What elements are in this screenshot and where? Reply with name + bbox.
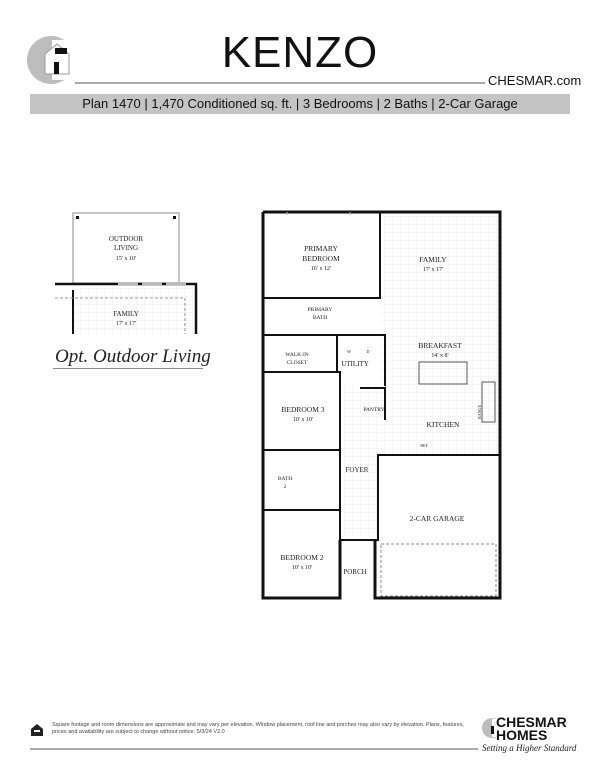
opt-family-label: FAMILY [113,310,139,318]
bath-2-label: BATH [278,476,292,482]
svg-text:17' x 17': 17' x 17' [423,267,443,273]
ref-label: REF [420,443,428,448]
chesmar-homes-logo-icon [482,718,498,738]
svg-text:D: D [367,349,370,354]
family-label: FAMILY [419,255,447,264]
plan-summary-bar: Plan 1470 | 1,470 Conditioned sq. ft. | … [30,94,570,114]
outdoor-living-label: OUTDOOR [109,235,144,243]
svg-text:2: 2 [284,484,287,490]
svg-text:CLOSET: CLOSET [287,360,308,366]
plan-title: KENZO [221,28,379,77]
walk-in-closet-label: WALK-IN [285,352,309,358]
header-divider [75,82,485,84]
foyer-label: FOYER [346,466,369,474]
svg-text:17' x 17': 17' x 17' [116,321,136,327]
footer-divider [30,748,478,750]
garage-label: 2-CAR GARAGE [410,514,465,523]
breakfast-label: BREAKFAST [418,341,462,350]
svg-text:BATH: BATH [313,315,327,321]
svg-text:10' x 10': 10' x 10' [292,565,312,571]
primary-bath-label: PRIMARY [308,307,333,313]
svg-text:15' x 10': 15' x 10' [116,256,136,262]
bedroom-2-label: BEDROOM 2 [280,553,323,562]
kitchen-label: KITCHEN [427,420,460,429]
brand-tagline: Setting a Higher Standard [482,743,577,753]
svg-text:16' x 12': 16' x 12' [311,266,331,272]
equal-housing-icon [31,724,43,736]
caption-underline [53,368,203,369]
svg-text:10' x 10': 10' x 10' [293,417,313,423]
brand-line-2: HOMES [496,727,548,743]
bedroom-3-label: BEDROOM 3 [281,405,324,414]
porch-label: PORCH [343,568,366,576]
svg-text:BEDROOM: BEDROOM [302,254,340,263]
pantry-label: PANTRY [363,407,384,413]
optional-outdoor-living-plan: OUTDOOR LIVING 15' x 10' FAMILY 17' x 17… [55,212,198,334]
website-link[interactable]: CHESMAR.com [488,73,582,88]
svg-text:W: W [347,349,351,354]
utility-label: UTILITY [341,360,369,368]
chesmar-homes-brand: CHESMAR HOMES [496,714,567,743]
svg-text:LIVING: LIVING [114,244,138,252]
svg-text:14' x 8': 14' x 8' [431,353,448,359]
optional-outdoor-living-caption: Opt. Outdoor Living [55,346,211,367]
range-label: RANGE [477,405,482,419]
primary-bedroom-label: PRIMARY [304,244,338,253]
brand-line-1: CHESMAR [496,714,567,730]
main-floor-plan: PRIMARY BEDROOM 16' x 12' FAMILY 17' x 1… [261,210,502,600]
chesmar-logo-icon [27,36,75,84]
disclaimer-text: Square footage and room dimensions are a… [52,722,465,735]
